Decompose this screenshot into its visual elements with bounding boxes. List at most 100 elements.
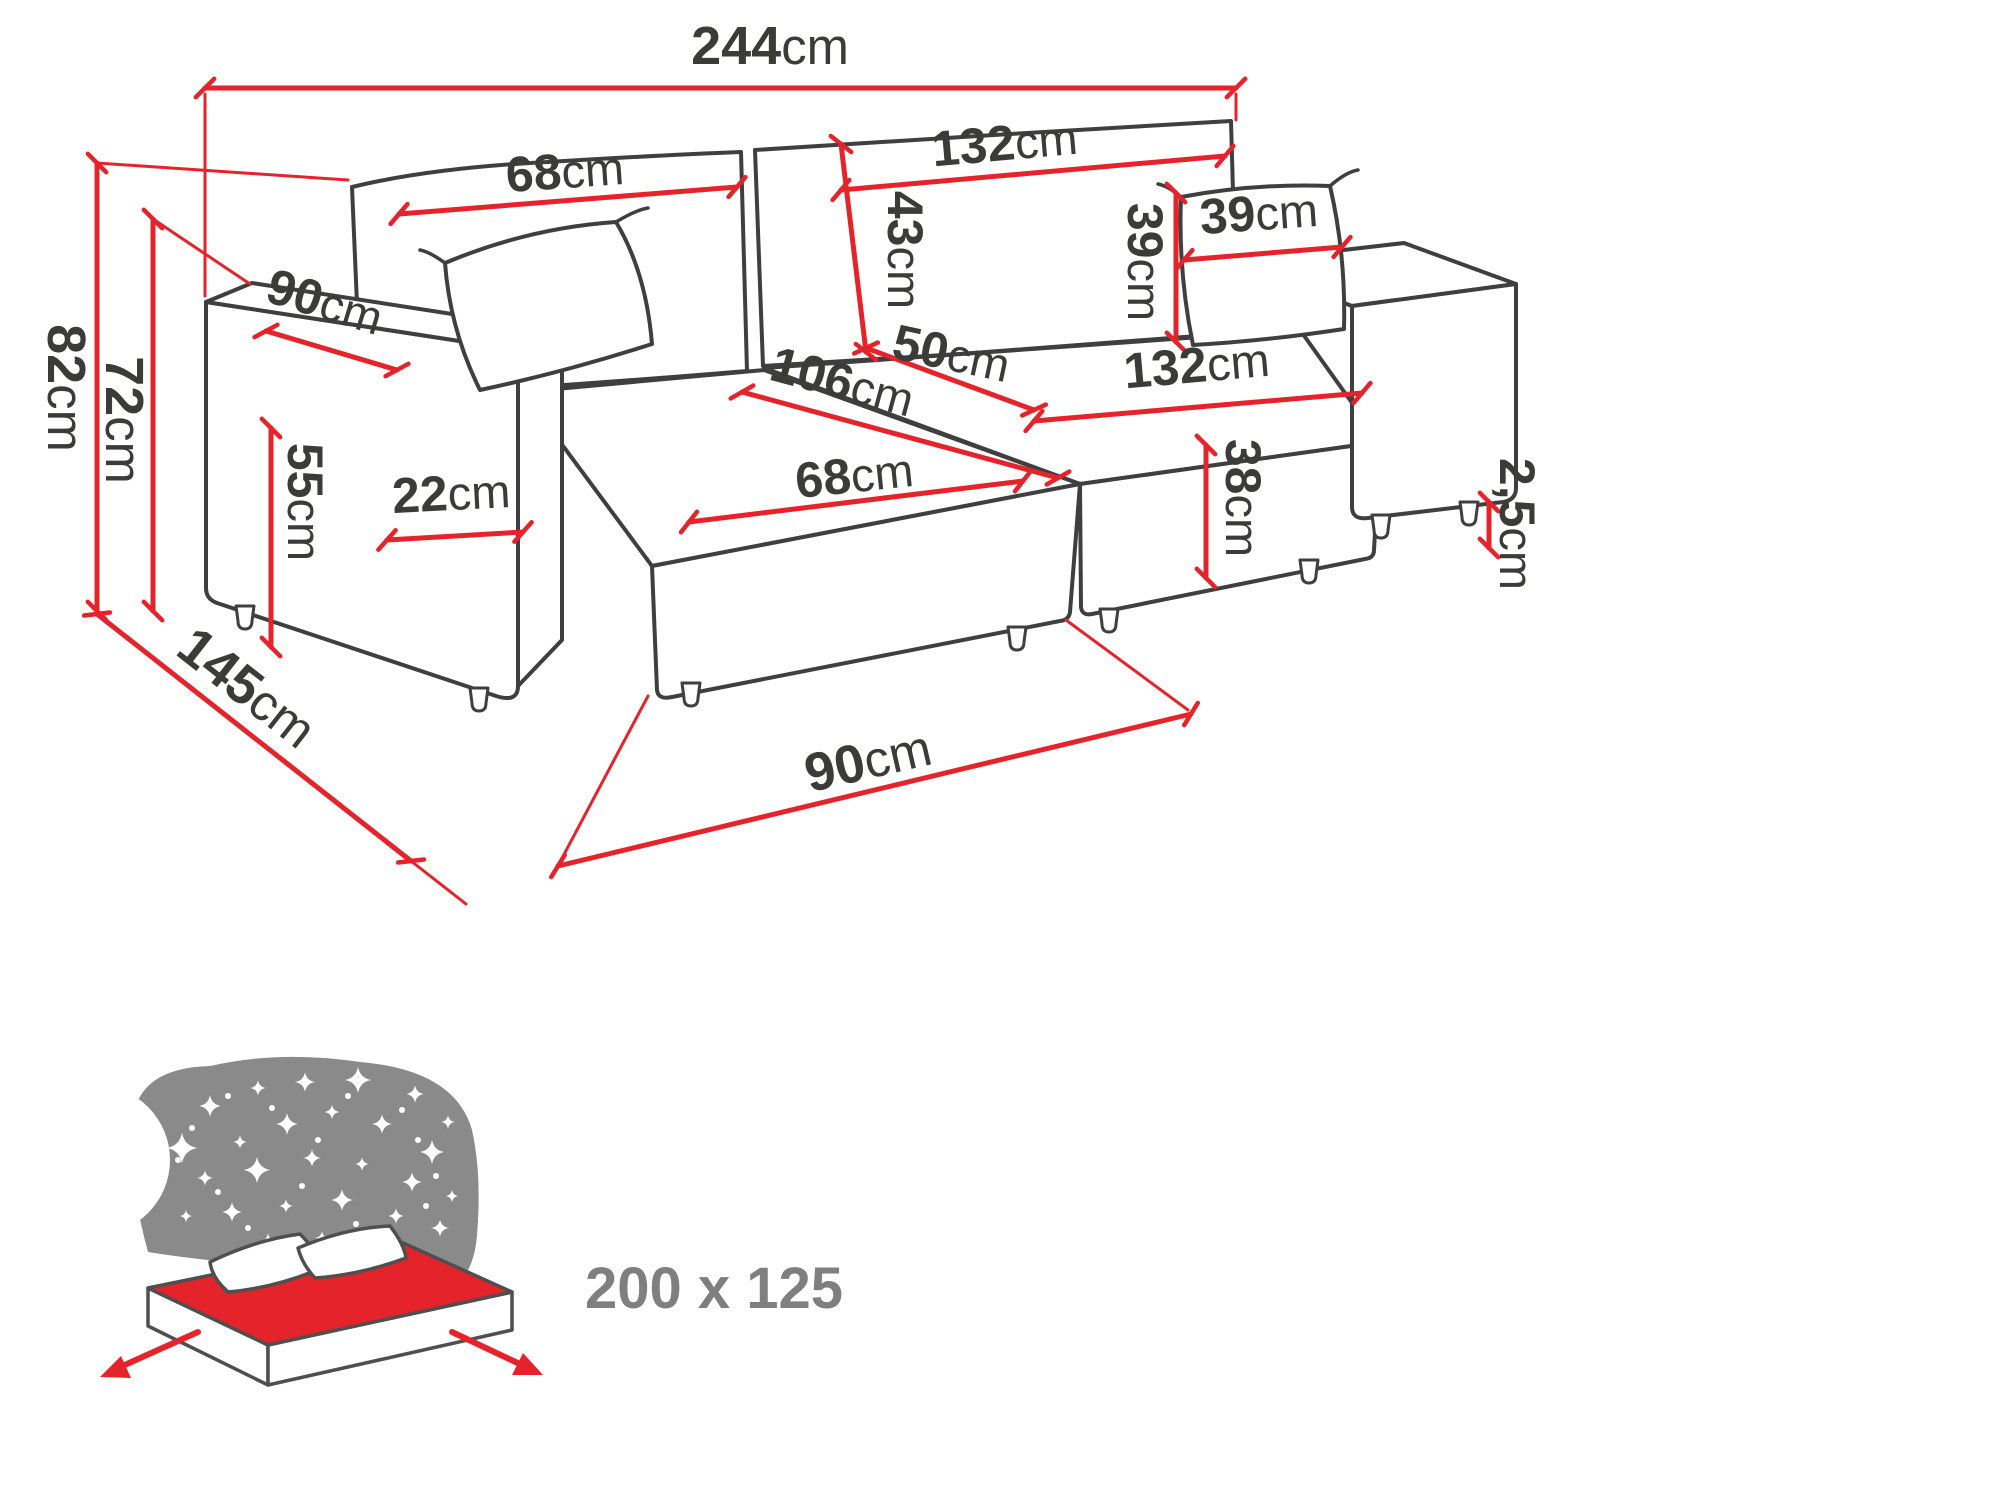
pillow-left-corner-tail — [614, 206, 650, 224]
pillow-left-corner-tail — [418, 248, 447, 265]
dim-pillow_height-end-tick — [1164, 181, 1188, 205]
dim-chaise_seat_width-end-tick — [1012, 468, 1034, 494]
dim-chaise_width: 90cm — [548, 618, 1201, 880]
dim-pillow_height-label: 39cm — [1117, 203, 1173, 321]
dim-total_height-label: 82cm — [36, 324, 96, 452]
dim-total_width: 244cm — [193, 16, 1248, 298]
dim-back_left_width-end-tick — [388, 201, 410, 227]
sleeping-dimensions-label: 200 x 125 — [585, 1256, 843, 1321]
arrow-shaft — [449, 1329, 527, 1369]
dim-leg_height: 2,5cm — [1477, 458, 1545, 590]
dim-chaise_width-line — [555, 711, 1194, 869]
dim-back_right_width-end-tick — [1214, 143, 1236, 169]
dim-armrest_width-line — [384, 529, 526, 543]
seat-right-front — [1078, 440, 1382, 617]
dim-seat_depth: 50cm — [851, 314, 1049, 418]
dim-total_height-extension-line — [95, 161, 350, 182]
pillow-right — [1178, 183, 1347, 347]
dim-seat_front_height-end-tick — [1194, 566, 1218, 590]
dim-back_left_width-end-tick — [726, 174, 748, 200]
unfold-arrow-right — [449, 1329, 543, 1375]
dim-seat_width-end-tick — [1351, 380, 1373, 406]
dim-chaise_width-extension-line — [1064, 618, 1190, 712]
dim-armrest_depth-line — [263, 328, 400, 373]
dim-total_depth-line — [94, 611, 414, 864]
dim-back_left_width-line — [396, 184, 740, 217]
dim-seat_width: 132cm — [1023, 333, 1373, 434]
dim-chaise_length-line — [739, 389, 1061, 481]
star-dot-icon — [269, 1105, 275, 1111]
dim-back_height-line — [838, 141, 869, 355]
dim-chaise_width-extension-line — [558, 694, 650, 864]
dim-armrest_width-end-tick — [512, 520, 534, 544]
sofa-leg — [1098, 607, 1120, 634]
dim-armrest_height-end-tick — [259, 416, 283, 440]
dim-pillow_width-end-tick — [1173, 247, 1195, 273]
dim-seat_front_height: 38cm — [1194, 433, 1271, 590]
dim-arm_top_height: 72cm — [94, 207, 252, 623]
dim-back_height: 43cm — [828, 133, 933, 363]
dim-back_left_width-label: 68cm — [504, 139, 626, 203]
chaise-front — [650, 482, 1082, 700]
dim-total_depth-extension-line — [409, 859, 468, 906]
sofa-leg — [1298, 558, 1320, 585]
dim-armrest_width: 22cm — [376, 462, 534, 552]
dim-total_depth-end-tick — [81, 610, 113, 618]
dim-total_width-label: 244cm — [691, 16, 849, 76]
dim-leg_height-end-tick — [1477, 490, 1501, 514]
sofa-leg — [1458, 500, 1480, 527]
unfold-arrow-left — [100, 1329, 201, 1378]
dim-total_height: 82cm — [36, 151, 350, 623]
dim-back_left_width: 68cm — [388, 139, 748, 227]
dim-seat_depth-end-tick — [1019, 402, 1049, 418]
star-dot-icon — [415, 1137, 421, 1143]
star-dot-icon — [245, 1225, 251, 1231]
dim-chaise_width-end-tick — [548, 852, 568, 880]
sleeping-area-pictogram: 200 x 125 — [20, 1056, 843, 1387]
dim-chaise_length-end-tick — [1044, 469, 1072, 487]
dim-armrest_height: 55cm — [259, 416, 333, 659]
dim-back_height-end-tick — [828, 133, 854, 155]
sofa-leg — [1370, 513, 1392, 540]
moon-crescent-cutout — [20, 1085, 170, 1235]
dim-chaise_seat_width-line — [686, 478, 1026, 525]
star-dot-icon — [175, 1157, 181, 1163]
dim-armrest_height-end-tick — [259, 635, 283, 659]
dim-total_width-end-tick — [193, 76, 217, 100]
dim-armrest_width-label: 22cm — [391, 462, 512, 524]
star-dot-icon — [225, 1093, 231, 1099]
dim-chaise_length-end-tick — [728, 383, 756, 401]
dim-seat_width-end-tick — [1023, 408, 1045, 434]
armrest-left-outer-face — [204, 300, 520, 700]
arrow-head — [100, 1356, 131, 1378]
dim-armrest_height-label: 55cm — [277, 443, 333, 561]
sofa-leg — [234, 604, 256, 631]
sofa-leg — [468, 686, 490, 713]
dim-chaise_seat_width: 68cm — [678, 443, 1034, 535]
dim-back_height-label: 43cm — [877, 191, 933, 309]
armrest-right-front — [1350, 282, 1518, 521]
dim-pillow_width-label: 39cm — [1198, 181, 1320, 245]
dim-chaise_seat_width-end-tick — [678, 509, 700, 535]
dim-leg_height-end-tick — [1477, 536, 1501, 560]
armrest-left-end-face — [516, 329, 564, 688]
dim-arm_top_height-end-tick — [141, 207, 165, 231]
dim-seat_depth-label: 50cm — [888, 314, 1015, 393]
dim-arm_top_height-extension-line — [151, 217, 252, 286]
pillow-right-corner-tail — [1328, 168, 1360, 188]
dim-seat_width-line — [1031, 390, 1365, 424]
dim-chaise_width-label: 90cm — [799, 717, 937, 804]
starfield — [166, 1066, 459, 1251]
arrow-head — [512, 1353, 543, 1375]
dim-back_right_width-label: 132cm — [929, 109, 1079, 178]
star-dot-icon — [215, 1189, 221, 1195]
dim-pillow_width-line — [1181, 244, 1345, 263]
dim-total_height-end-tick — [85, 151, 109, 175]
star-dot-icon — [423, 1203, 429, 1209]
dim-seat_front_height-label: 38cm — [1215, 439, 1271, 557]
sofa-leg — [680, 681, 702, 708]
dim-chaise_width-end-tick — [1181, 700, 1201, 728]
dim-arm_top_height-end-tick — [141, 599, 165, 623]
